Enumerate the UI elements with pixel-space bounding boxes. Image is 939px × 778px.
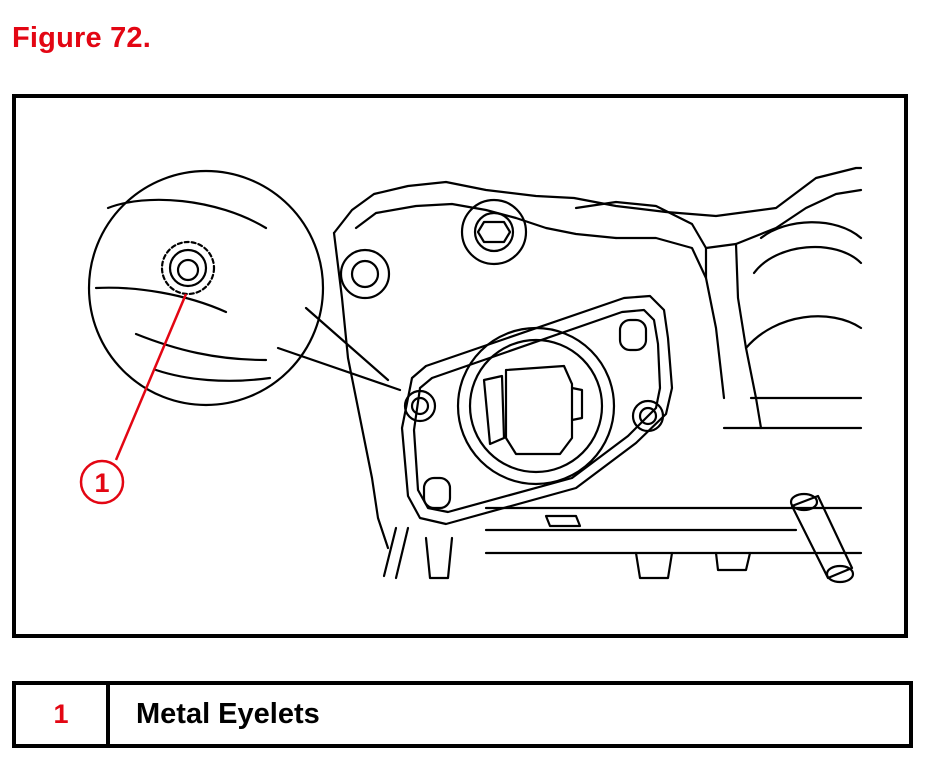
sensor-flange-plate	[400, 294, 674, 526]
eyelet-upper-left	[403, 389, 437, 423]
figure-title: Figure 72.	[12, 22, 151, 54]
callout-number: 1	[94, 468, 109, 498]
legend-item-number: 1	[16, 685, 110, 744]
magnifier-pointer-top	[304, 306, 390, 382]
magnifier-pointer-bottom	[276, 346, 402, 392]
engine-block-outline	[332, 166, 863, 235]
sensor-disc	[456, 326, 616, 486]
magnifier-circle	[87, 169, 325, 407]
legend-item-label: Metal Eyelets	[136, 698, 320, 730]
callout-leader-line	[114, 293, 188, 461]
callout-circle	[79, 459, 125, 505]
engine-line-drawing: 1	[79, 166, 863, 584]
eyelet-detail	[160, 240, 216, 296]
legend-table: 1 Metal Eyelets	[12, 681, 913, 748]
eyelet-right	[631, 399, 665, 433]
figure-illustration: 1	[12, 94, 908, 638]
